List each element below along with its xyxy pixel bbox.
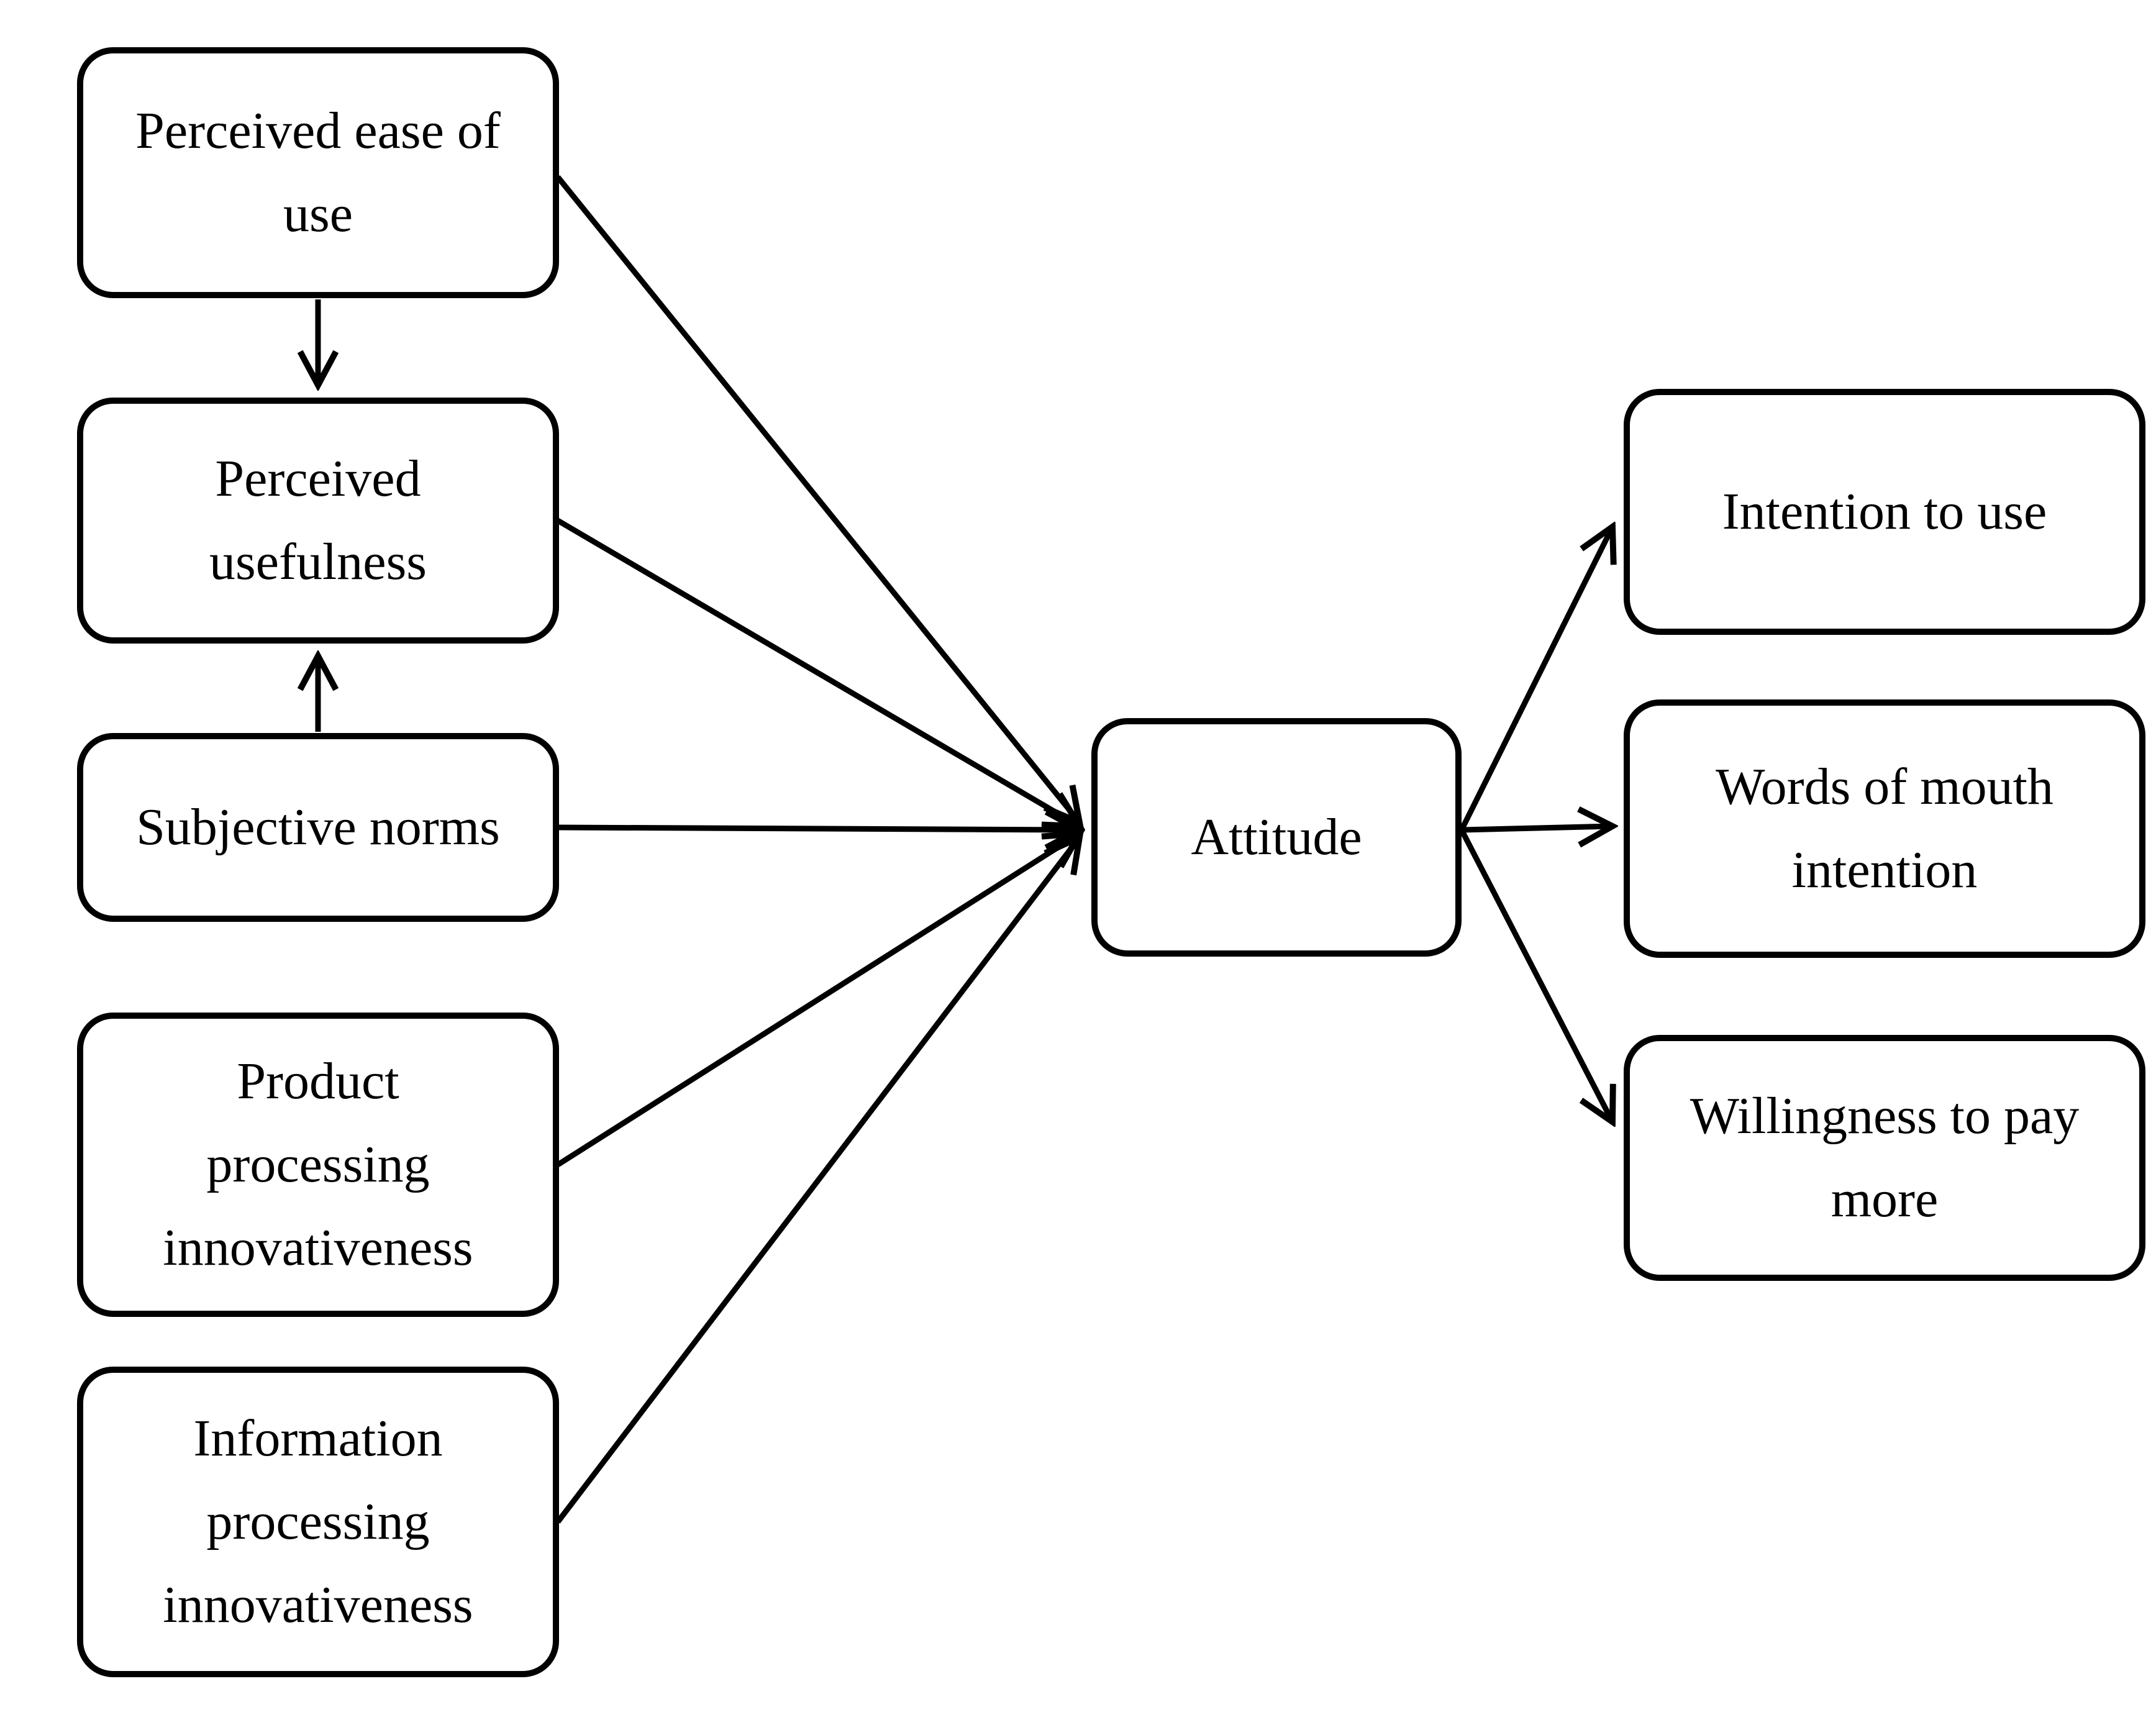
node-label-line: Perceived ease of <box>135 102 501 160</box>
node-label-line: intention <box>1791 841 1978 899</box>
node-label-line: use <box>283 185 353 243</box>
node-label-line: Information <box>193 1409 443 1467</box>
edge-information-processing-innovativeness-to-attitude <box>555 837 1080 1524</box>
node-words-of-mouth-intention: Words of mouth intention <box>1624 699 2145 958</box>
node-label-line: Perceived <box>215 450 421 508</box>
edge-perceived-usefulness-to-attitude <box>556 518 1080 826</box>
node-attitude: Attitude <box>1091 718 1462 957</box>
node-product-processing-innovativeness: Product processing innovativeness <box>77 1013 559 1317</box>
node-label-line: Attitude <box>1191 808 1362 866</box>
node-label-line: innovativeness <box>163 1576 473 1634</box>
node-label-line: Willingness to pay <box>1690 1087 2080 1145</box>
node-label-line: Words of mouth <box>1716 758 2054 816</box>
edge-subjective-norms-to-attitude <box>557 827 1080 830</box>
edge-attitude-to-words-of-mouth-intention <box>1461 826 1612 830</box>
node-label-line: processing <box>206 1493 430 1550</box>
node-information-processing-innovativeness: Information processing innovativeness <box>77 1367 559 1677</box>
edge-attitude-to-willingness-to-pay-more <box>1459 828 1612 1122</box>
node-label-line: processing <box>206 1136 430 1193</box>
edge-attitude-to-intention-to-use <box>1458 527 1612 832</box>
node-label-line: more <box>1831 1170 1939 1228</box>
node-willingness-to-pay-more: Willingness to pay more <box>1624 1035 2145 1281</box>
node-label-line: innovativeness <box>163 1219 473 1277</box>
node-subjective-norms: Subjective norms <box>77 733 559 922</box>
edge-perceived-ease-of-use-to-attitude <box>555 175 1080 822</box>
node-perceived-usefulness: Perceived usefulness <box>77 398 559 644</box>
node-intention-to-use: Intention to use <box>1624 389 2145 635</box>
edge-product-processing-innovativeness-to-attitude <box>556 834 1080 1167</box>
node-label-line: Intention to use <box>1722 483 2047 540</box>
node-perceived-ease-of-use: Perceived ease of use <box>77 47 559 298</box>
node-label-line: usefulness <box>209 533 427 591</box>
node-label-line: Product <box>237 1052 399 1110</box>
node-label-line: Subjective norms <box>136 798 500 856</box>
